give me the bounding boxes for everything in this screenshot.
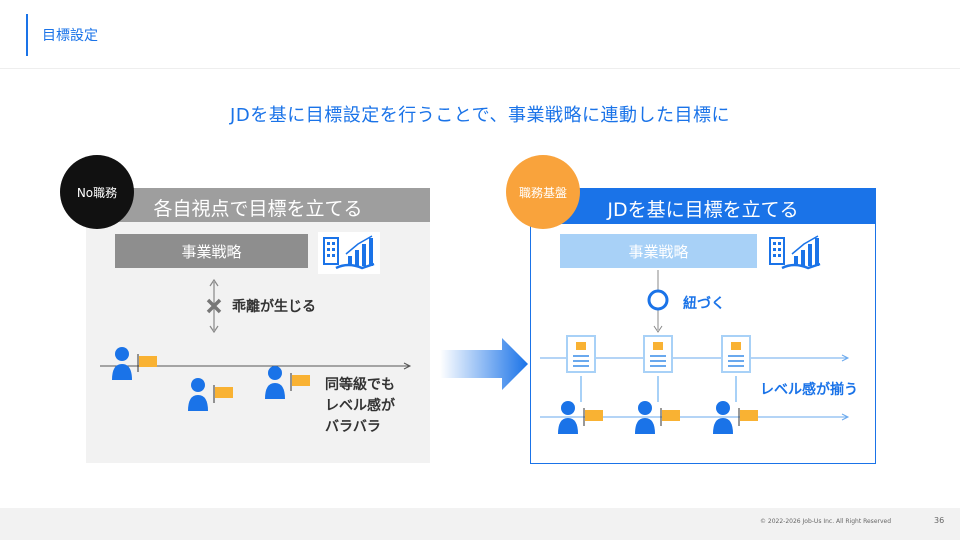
varies-line-2: レベル感が: [325, 398, 395, 414]
job-based-badge: 職務基盤: [506, 155, 580, 229]
job-based-badge-label: 職務基盤: [518, 185, 567, 200]
aligned-label: レベル感が揃う: [760, 382, 858, 398]
page-title: 目標設定: [42, 28, 98, 44]
varies-line-3: バラバラ: [325, 419, 381, 435]
right-title-bar: [530, 188, 876, 224]
building-growth-icon: [769, 235, 821, 270]
person-flag-icon: [265, 366, 310, 399]
copyright: © 2022-2026 Job-Us Inc. All Right Reserv…: [760, 518, 892, 525]
building-growth-icon: [318, 232, 380, 274]
no-job-badge: No職務: [60, 155, 134, 229]
person-flag-icon: [188, 378, 233, 411]
job-description-icon: [643, 335, 673, 373]
left-strategy-box: 事業戦略: [115, 234, 308, 268]
footer: [0, 508, 960, 540]
person-flag-icon: [713, 401, 758, 434]
header-accent-bar: [26, 14, 28, 56]
person-flag-icon: [558, 401, 603, 434]
transition-arrow: [440, 338, 528, 390]
left-title-bar: [86, 188, 430, 222]
left-strategy-label: 事業戦略: [181, 242, 242, 261]
link-connector: [647, 270, 669, 333]
job-description-icon: [566, 335, 596, 373]
varies-label: 同等級でも レベル感が バラバラ: [325, 375, 425, 438]
header: [0, 0, 960, 69]
gap-label: 乖離が生じる: [232, 299, 316, 315]
jd-connectors: [580, 376, 737, 402]
gap-arrow: [206, 278, 222, 334]
varies-line-1: 同等級でも: [325, 377, 395, 393]
job-description-icon: [721, 335, 751, 373]
headline: JDを基に目標設定を行うことで、事業戦略に連動した目標に: [230, 105, 730, 126]
page-number: 36: [934, 516, 945, 525]
person-flag-icon: [112, 347, 157, 380]
left-title: 各自視点で目標を立てる: [153, 198, 363, 220]
right-strategy-box: 事業戦略: [560, 234, 757, 268]
right-title: JDを基に目標を立てる: [607, 199, 799, 221]
right-strategy-label: 事業戦略: [628, 242, 689, 261]
no-job-badge-label: No職務: [76, 185, 118, 200]
person-flag-icon: [635, 401, 680, 434]
link-label: 紐づく: [683, 296, 725, 312]
